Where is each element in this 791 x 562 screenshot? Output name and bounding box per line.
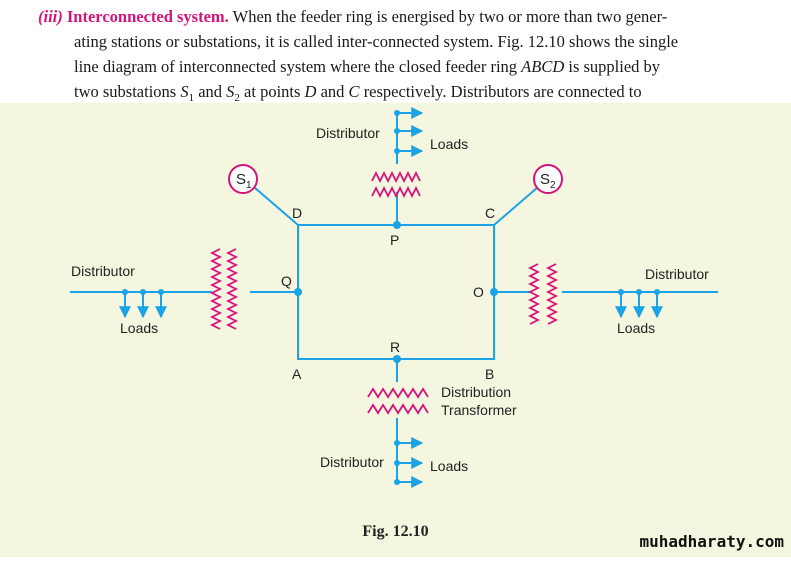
- label-a: A: [292, 366, 302, 382]
- s1-subscript: 1: [246, 180, 252, 191]
- label-b: B: [485, 366, 494, 382]
- figure-caption: Fig. 12.10: [362, 523, 429, 540]
- right-loads-label: Loads: [617, 320, 655, 336]
- left-transformer-coil-1: [209, 248, 223, 330]
- s1-letter: S: [236, 171, 246, 188]
- diagram-panel: S 1 S 2 D C A B P Q O R Distributor Load…: [0, 103, 791, 557]
- paragraph-line-1: (iii) Interconnected system. When the fe…: [38, 6, 667, 28]
- s2-subscript: 2: [550, 180, 556, 191]
- transformer-label-line2: Transformer: [441, 402, 517, 418]
- right-distributor-label: Distributor: [645, 266, 709, 282]
- right-transformer-coil-2: [545, 263, 559, 325]
- interconnected-system-diagram: S 1 S 2 D C A B P Q O R Distributor Load…: [70, 107, 718, 488]
- label-r: R: [390, 339, 400, 355]
- bottom-loads-label: Loads: [430, 458, 468, 474]
- substation-s2: S 2: [533, 164, 563, 194]
- s2-link: [493, 186, 539, 226]
- top-transformer-coil-1: [371, 170, 421, 184]
- s1-link: [253, 186, 299, 226]
- top-branch: Distributor Loads: [316, 107, 468, 229]
- left-loads-label: Loads: [120, 320, 158, 336]
- transformer-label-line1: Distribution: [441, 384, 511, 400]
- tap-p-dot: [393, 221, 401, 229]
- line1-text: When the feeder ring is energised by two…: [232, 7, 668, 26]
- left-transformer-coil-2: [225, 248, 239, 330]
- section-title: Interconnected system.: [66, 7, 229, 26]
- label-p: P: [390, 232, 399, 248]
- label-d: D: [292, 205, 302, 221]
- left-branch: Distributor Loads: [70, 248, 302, 336]
- substation-s1: S 1: [228, 164, 258, 194]
- right-transformer-coil-1: [527, 263, 541, 325]
- bottom-transformer-coil-1: [367, 387, 429, 399]
- tap-q-dot: [294, 288, 302, 296]
- bottom-branch: Distribution Transformer Distributor Loa…: [320, 355, 517, 488]
- bottom-distributor-label: Distributor: [320, 454, 384, 470]
- top-loads-label: Loads: [430, 136, 468, 152]
- section-number: (iii): [38, 7, 63, 26]
- right-branch: Distributor Loads: [490, 263, 718, 336]
- s2-letter: S: [540, 171, 550, 188]
- paragraph-line-3: line diagram of interconnected system wh…: [74, 57, 661, 76]
- label-c: C: [485, 205, 495, 221]
- tap-o-dot: [490, 288, 498, 296]
- paragraph-line-2: ating stations or substations, it is cal…: [74, 32, 679, 51]
- watermark: muhadharaty.com: [639, 532, 785, 551]
- label-o: O: [473, 284, 484, 300]
- tap-r-dot: [393, 355, 401, 363]
- bottom-transformer-coil-2: [367, 403, 429, 415]
- paragraph-line-4: two substations S1 and S2 at points D an…: [74, 82, 642, 104]
- top-distributor-label: Distributor: [316, 125, 380, 141]
- label-q: Q: [281, 273, 292, 289]
- top-transformer-coil-2: [371, 185, 421, 199]
- left-distributor-label: Distributor: [71, 263, 135, 279]
